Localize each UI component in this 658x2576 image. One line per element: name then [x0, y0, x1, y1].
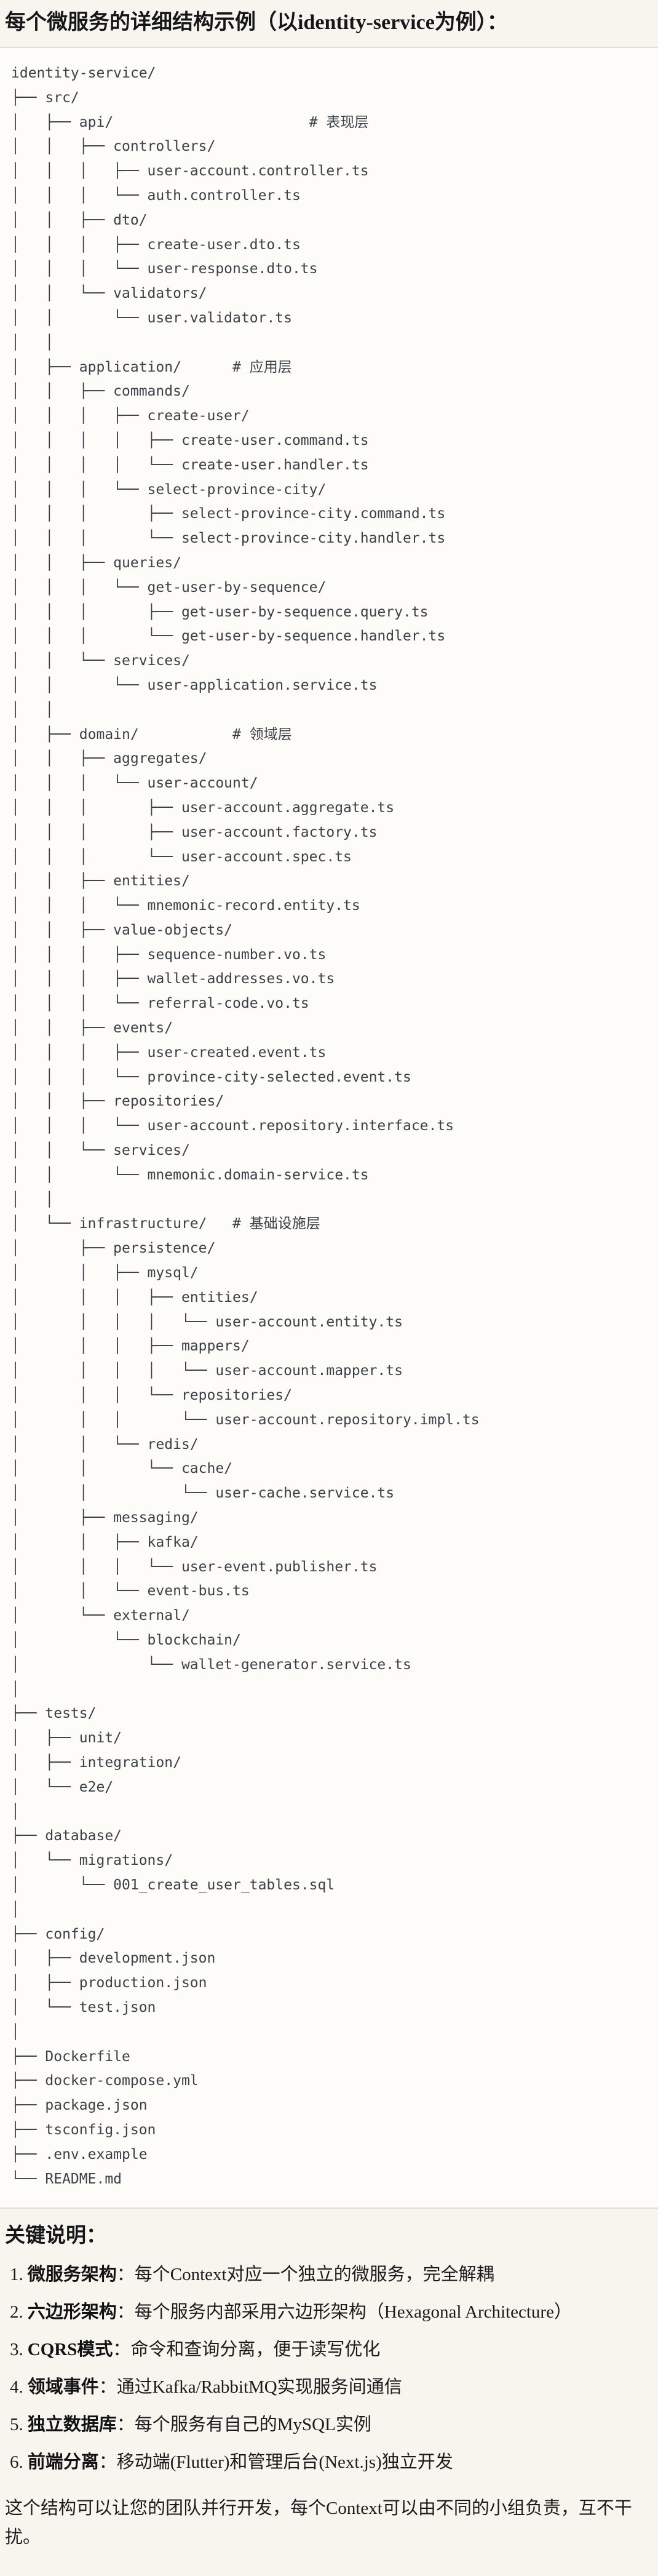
note-item-text: ：移动端(Flutter)和管理后台(Next.js)独立开发 — [98, 2452, 453, 2473]
note-item-text: ：每个Context对应一个独立的微服务，完全解耦 — [116, 2265, 494, 2285]
note-item-number: 6. — [10, 2452, 23, 2473]
note-item-number: 2. — [10, 2302, 23, 2323]
note-item-number: 3. — [10, 2340, 23, 2360]
note-item-label: 六边形架构 — [27, 2302, 117, 2323]
note-item: 4.领域事件：通过Kafka/RabbitMQ实现服务间通信 — [10, 2373, 651, 2402]
notes-heading: 关键说明： — [5, 2225, 106, 2247]
notes-section: 关键说明： 1.微服务架构：每个Context对应一个独立的微服务，完全解耦 2.… — [0, 2209, 658, 2576]
note-item-text: ：每个服务内部采用六边形架构（Hexagonal Architecture） — [116, 2302, 572, 2323]
note-item-label: CQRS模式 — [27, 2340, 113, 2360]
note-item-text: ：通过Kafka/RabbitMQ实现服务间通信 — [98, 2377, 402, 2398]
notes-footer: 这个结构可以让您的团队并行开发，每个Context可以由不同的小组负责，互不干扰… — [5, 2498, 632, 2548]
note-item-number: 4. — [10, 2377, 23, 2398]
note-item-text: ：命令和查询分离，便于读写优化 — [113, 2340, 381, 2360]
note-item: 2.六边形架构：每个服务内部采用六边形架构（Hexagonal Architec… — [10, 2298, 651, 2327]
note-item: 6.前端分离：移动端(Flutter)和管理后台(Next.js)独立开发 — [10, 2448, 651, 2477]
note-item-label: 领域事件 — [27, 2377, 99, 2398]
note-item: 1.微服务架构：每个Context对应一个独立的微服务，完全解耦 — [10, 2260, 651, 2289]
page-title: 每个微服务的详细结构示例（以identity-service为例）： — [5, 11, 508, 34]
note-item: 3.CQRS模式：命令和查询分离，便于读写优化 — [10, 2335, 651, 2364]
note-item-text: ：每个服务有自己的MySQL实例 — [116, 2415, 371, 2435]
note-item-label: 前端分离 — [27, 2452, 99, 2473]
note-item-number: 5. — [10, 2415, 23, 2435]
note-item-label: 微服务架构 — [27, 2265, 117, 2285]
note-item: 5.独立数据库：每个服务有自己的MySQL实例 — [10, 2411, 651, 2439]
note-item-label: 独立数据库 — [27, 2415, 117, 2435]
note-item-number: 1. — [10, 2265, 23, 2285]
directory-tree: identity-service/ ├── src/ │ ├── api/ # … — [0, 47, 658, 2209]
